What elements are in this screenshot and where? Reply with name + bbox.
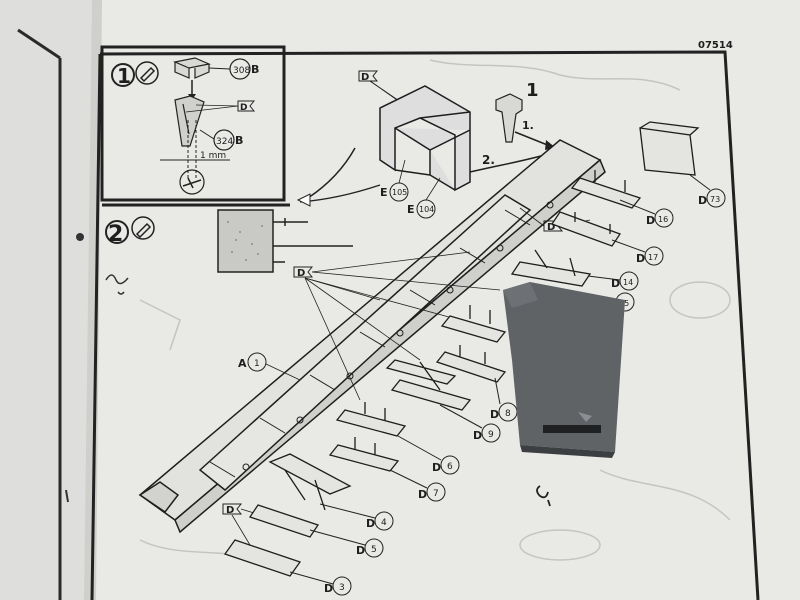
part-105-num: 105 <box>392 188 407 197</box>
part-73-letter: D <box>698 194 707 207</box>
chassis-frame-part-1 <box>138 139 606 534</box>
flag-d-mid-leaders <box>304 251 501 401</box>
part-324-drawing <box>174 95 205 147</box>
left-page <box>0 0 100 600</box>
leader-d-bottom-2 <box>231 514 251 546</box>
arrow-label-1: 1 <box>526 80 539 101</box>
flag-d-top-shape <box>358 70 379 82</box>
callouts <box>289 174 726 596</box>
leader-d-left-1 <box>519 207 545 227</box>
part-104-num: 104 <box>419 205 434 214</box>
part-324-letter: B <box>235 134 243 147</box>
pen-check-mark <box>536 485 551 507</box>
part-14-num: 14 <box>623 278 633 287</box>
part-7-num: 7 <box>433 489 439 499</box>
right-margin-mark <box>65 489 69 503</box>
leader-flag-1 <box>195 104 239 107</box>
part-8-num: 8 <box>505 409 511 419</box>
part-7-letter: D <box>418 488 427 501</box>
part-9-letter: D <box>473 429 482 442</box>
leader-flag-2 <box>185 105 239 113</box>
part-3-letter: D <box>324 582 333 595</box>
pen-mark <box>105 274 129 295</box>
leader-104 <box>425 177 441 201</box>
part-324-callout <box>213 129 235 151</box>
glue-tube-step2 <box>135 222 152 239</box>
glue-icon-step2 <box>131 216 155 240</box>
page-frame-left <box>90 53 102 600</box>
crossmember-parts <box>223 121 700 577</box>
part-308-drawing <box>172 57 212 79</box>
part-4-letter: D <box>366 517 375 530</box>
leader-105 <box>398 159 406 184</box>
part-5-letter: D <box>356 544 365 557</box>
inset-texture <box>227 221 263 261</box>
part-3-num: 3 <box>339 583 345 593</box>
step2-number: 2 <box>108 222 123 247</box>
step2-number-badge <box>105 220 129 244</box>
part-17-letter: D <box>636 252 645 265</box>
part-1-num: 1 <box>254 359 260 369</box>
part-14-letter: D <box>611 277 620 290</box>
part-6-letter: D <box>432 461 441 474</box>
detail-lens <box>179 169 205 195</box>
sweep-arrow-head <box>296 193 311 207</box>
leader-324 <box>199 129 215 140</box>
flag-d-top: D <box>361 72 369 83</box>
flag-d-bottom: D <box>226 505 234 516</box>
glue-tube-step1 <box>139 66 156 83</box>
flag-d-mid-shape <box>293 266 314 278</box>
sweep-arrow <box>307 147 356 199</box>
gap-label: 1 mm <box>200 151 226 161</box>
step1-flag-shape <box>237 100 256 112</box>
arrow-label-2: 2. <box>482 153 495 167</box>
detail-lens-content <box>182 177 202 189</box>
left-page-border <box>17 28 61 60</box>
arrow-label-1-dot: 1. <box>522 119 534 132</box>
clip-part <box>495 93 523 143</box>
glue-icon-step1 <box>135 61 159 85</box>
part-73-num: 73 <box>710 195 720 204</box>
page-frame <box>99 50 760 600</box>
inset-part <box>273 218 353 263</box>
part-8-letter: D <box>490 408 499 421</box>
part-1-callout <box>247 352 267 372</box>
part-9-num: 9 <box>488 430 494 440</box>
flag-d-left: D <box>547 222 555 233</box>
flag-d-mid: D <box>297 268 305 279</box>
part-17-num: 17 <box>648 253 658 262</box>
grey-plastic-part <box>503 282 625 458</box>
part-308-letter: B <box>251 63 259 76</box>
leader-1 <box>265 363 301 381</box>
step1-flag-d: D <box>240 103 247 113</box>
part-16-letter: D <box>646 214 655 227</box>
detail-inset <box>217 209 274 273</box>
hole-mark <box>76 233 84 241</box>
part-104-letter: E <box>407 203 415 216</box>
step1-box <box>100 45 286 202</box>
part-1-letter: A <box>238 357 247 370</box>
part-5-num: 5 <box>371 545 377 555</box>
arrow-1-line <box>514 131 551 147</box>
step1-number: 1 <box>117 64 131 88</box>
part-104-105-assembly <box>379 85 471 192</box>
step1-number-badge <box>111 63 135 87</box>
page-code: 07514 <box>698 40 733 51</box>
part-6-num: 6 <box>447 462 453 472</box>
flag-d-bottom-shape <box>222 503 243 515</box>
chassis-crossmembers <box>209 201 554 478</box>
part-324-num: 324 <box>216 137 233 147</box>
part-4-num: 4 <box>381 518 387 528</box>
leader-308 <box>208 67 231 70</box>
part-308-num: 308 <box>233 66 250 76</box>
part-105-letter: E <box>380 186 388 199</box>
part-16-num: 16 <box>658 215 668 224</box>
